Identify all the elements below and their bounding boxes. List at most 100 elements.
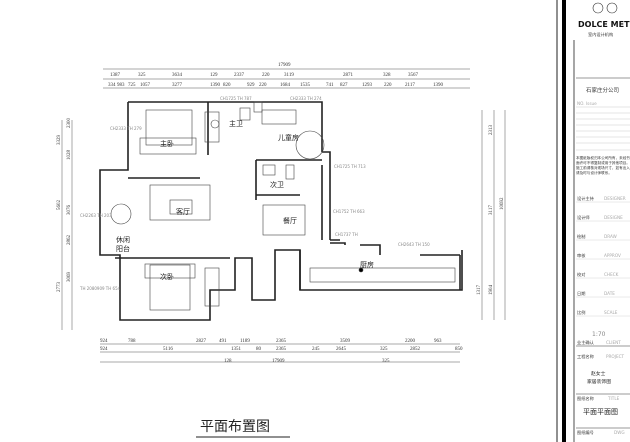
dimension-bottom-row3: 128 — [224, 359, 232, 364]
dimension-left: 3069 — [67, 272, 72, 283]
second-bed — [149, 264, 191, 311]
dimension-lines — [61, 68, 506, 363]
dimension-bottom-row1: 3509 — [340, 339, 351, 344]
note-kids: CH2333 TH 274 — [290, 96, 322, 101]
toilet — [239, 107, 251, 121]
dimension-left: 5602 — [57, 200, 62, 211]
dimension-bottom-row2: 1351 — [231, 347, 242, 352]
room-master-bedroom: 主卧 — [160, 139, 174, 148]
field-label: 绘制 — [577, 233, 585, 240]
dimension-top-row2: 129 — [210, 73, 218, 78]
kitchen-counter — [309, 267, 456, 283]
dwg-label: 图纸编号 — [577, 429, 594, 436]
room-second-bedroom: 次卧 — [160, 272, 174, 281]
dimension-bottom-row2: 80 — [256, 347, 262, 352]
dimension-left: 3076 — [67, 205, 72, 216]
field-label: 设计师 — [577, 214, 590, 221]
title-block: DOLCE MET 室内设计机构 石家庄分公司 NO. Issue 本图纸版权归… — [573, 2, 630, 442]
logo-subtitle: 室内设计机构 — [588, 31, 613, 38]
dimension-top-row2: 3634 — [172, 73, 183, 78]
project-name-1: 赵女士 — [591, 370, 606, 377]
project-name-2: 家居装饰图 — [587, 378, 611, 385]
issue-header: NO. Issue — [577, 101, 597, 106]
field-en-label: CHECK — [604, 272, 619, 277]
field-label: 审核 — [577, 252, 586, 259]
room-bathroom: 主卫 — [229, 119, 243, 128]
field-label: 比例 — [577, 309, 585, 316]
dimension-left: 2862 — [67, 235, 72, 246]
dimension-top-row3: 220 — [259, 83, 267, 88]
field-en-label: DESIGNER — [604, 196, 626, 201]
dimension-top-row2: 328 — [383, 73, 391, 78]
logo-emblem-right — [606, 2, 618, 14]
logo-text: DOLCE MET — [578, 20, 630, 29]
dimension-top-row3: 1390 — [433, 83, 444, 88]
dimension-top-row3: 3277 — [172, 83, 183, 88]
dimension-right: 1317 — [477, 285, 482, 296]
note-dining: CH1752 TH 663 — [333, 209, 365, 214]
copyright-notes: 本图纸版权归本公司所有，未经书面许可不得复制或用于其他项目。施工前请核对现场尺寸… — [576, 156, 630, 175]
note-second-bath: CH1725 TH 713 — [334, 164, 366, 169]
dimension-top-row3: 1293 — [362, 83, 373, 88]
dimension-bottom-row2: 2365 — [276, 347, 287, 352]
dimension-bottom-row1: 924 — [100, 339, 108, 344]
dimension-top-row2: 3567 — [408, 73, 419, 78]
field-en-label: DESIGNE — [604, 215, 623, 220]
dimension-right: 1904 — [489, 285, 494, 296]
dimension-top-row3: 334 — [108, 83, 116, 88]
note-bath: CH1725 TH 787 — [220, 96, 252, 101]
field-en-label: DRAW — [604, 234, 617, 239]
dimension-top-row3: 983 — [117, 83, 125, 88]
dimension-top-row2: 2337 — [234, 73, 245, 78]
note-balcony: CH2263 TH 203 — [80, 213, 112, 218]
dimension-top-row3: 827 — [340, 83, 348, 88]
client-label: 业主确认 — [577, 339, 595, 346]
dimension-bottom-row2: 245 — [312, 347, 320, 352]
dimension-left: 1028 — [67, 150, 72, 161]
room-second-bath: 次卫 — [270, 180, 284, 189]
vanity — [204, 111, 220, 143]
sofa — [149, 184, 211, 221]
scale-value: 1:70 — [592, 331, 606, 338]
dimension-bottom-row1: 2365 — [276, 339, 287, 344]
dimension-top-row3: 1057 — [140, 83, 151, 88]
dimension-left: 2773 — [57, 282, 62, 293]
dimension-top-row2: 220 — [262, 73, 270, 78]
dimension-top-row3: 929 — [247, 83, 255, 88]
dimension-bottom-row2: 2645 — [336, 347, 347, 352]
field-label: 校对 — [577, 271, 585, 278]
note-master: CH2333 TH 279 — [110, 126, 142, 131]
title-block-bar — [562, 0, 566, 442]
dimension-top-row2: 3119 — [284, 73, 294, 78]
dimension-left: 3329 — [57, 135, 62, 146]
drawing-title: 平面布置图 — [200, 419, 270, 435]
dimension-left: 2300 — [67, 118, 72, 129]
dimension-bottom-row1: 2200 — [405, 339, 416, 344]
dimension-bottom-row2: 850 — [455, 347, 463, 352]
furniture — [110, 107, 456, 311]
dimension-top-row3: 1535 — [300, 83, 311, 88]
logo-emblem-left — [592, 2, 604, 14]
walls — [99, 101, 463, 321]
dimension-bottom-row2: 325 — [380, 347, 388, 352]
field-en-label: SCALE — [604, 310, 618, 315]
field-en-label: DATE — [604, 291, 615, 296]
dining-table — [262, 204, 306, 236]
dimension-bottom-row1: 788 — [128, 339, 136, 344]
kids-bed — [261, 109, 297, 125]
dimension-top-row3: 741 — [326, 83, 334, 88]
room-living: 客厅 — [176, 207, 190, 216]
dimension-top-row2: 325 — [138, 73, 146, 78]
dimension-bottom-row2: 5116 — [163, 347, 173, 352]
dimension-top-row3: 1390 — [210, 83, 221, 88]
room-kitchen: 厨房 — [360, 260, 374, 269]
dimension-top-row3: 220 — [384, 83, 392, 88]
wardrobe — [204, 267, 220, 307]
room-labels: 主卧 主卫 儿童房 次卫 客厅 餐厅 休闲 阳台 次卧 厨房 — [116, 119, 374, 281]
dimension-bottom-row1: 491 — [219, 339, 227, 344]
dimension-top-total: 17909 — [278, 63, 291, 68]
height-notes: CH2333 TH 279 CH1725 TH 787 CH2333 TH 27… — [79, 96, 430, 291]
room-kids: 儿童房 — [278, 133, 299, 142]
field-en-label: APPROV — [604, 253, 621, 258]
